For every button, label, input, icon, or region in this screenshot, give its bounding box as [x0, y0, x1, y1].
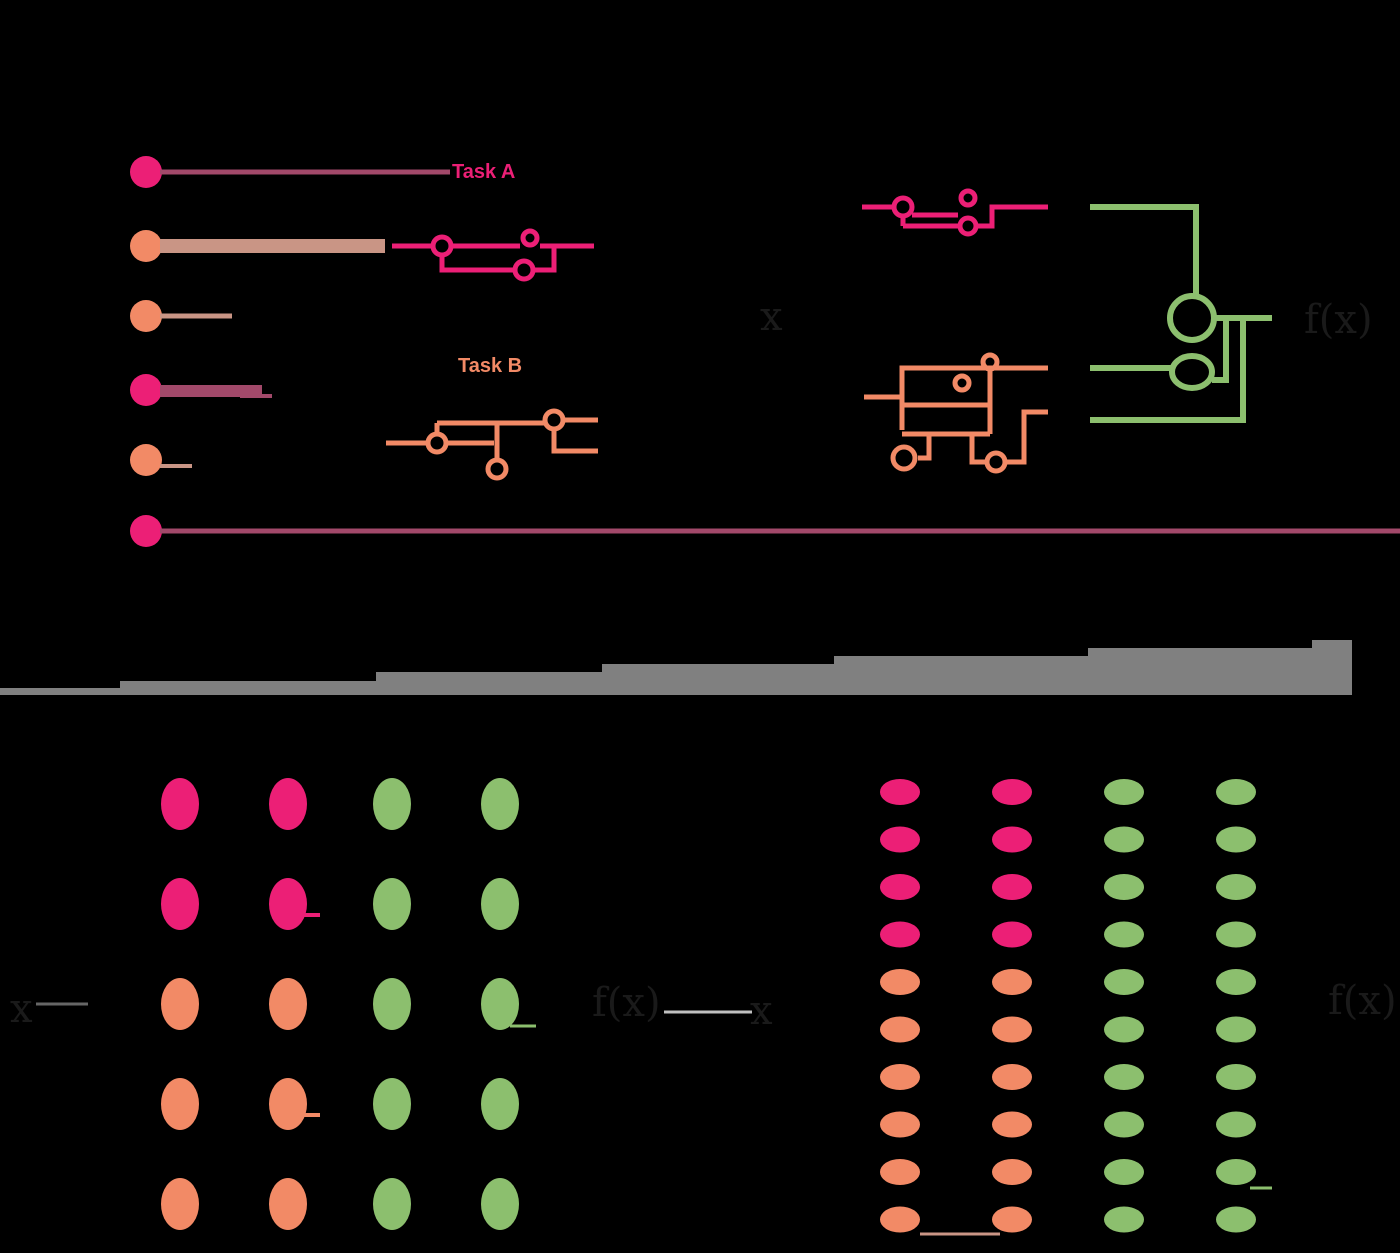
input-node: [130, 374, 162, 406]
network-node: [161, 1078, 199, 1130]
bottom-right-output-label: f(x): [1328, 978, 1397, 1024]
network-node: [992, 921, 1032, 948]
input-node: [130, 300, 162, 332]
bottom-right-node-grid: [880, 779, 1256, 1233]
network-node: [992, 826, 1032, 853]
network-node: [1216, 1016, 1256, 1043]
network-node: [880, 1064, 920, 1090]
network-node: [269, 878, 307, 930]
network-node: [1104, 1206, 1144, 1233]
network-node: [992, 779, 1032, 805]
network-node: [1216, 921, 1256, 948]
task-b-label: Task B: [458, 355, 522, 377]
input-node-column: [130, 156, 162, 547]
network-node: [880, 969, 920, 995]
input-node: [130, 444, 162, 476]
network-node: [269, 978, 307, 1030]
network-node: [1104, 921, 1144, 948]
task-a-label: Task A: [452, 161, 515, 183]
network-node: [269, 1178, 307, 1230]
top-output-label: f(x): [1304, 297, 1373, 343]
network-node: [880, 874, 920, 900]
network-node: [992, 1159, 1032, 1185]
network-node: [1216, 779, 1256, 805]
input-node: [130, 230, 162, 262]
network-node: [1104, 826, 1144, 853]
network-node: [1216, 1206, 1256, 1233]
network-node: [992, 1206, 1032, 1233]
network-node: [992, 1111, 1032, 1138]
green-routing: [1090, 204, 1272, 423]
network-node: [1104, 874, 1144, 900]
network-node: [481, 978, 519, 1030]
network-node: [992, 1016, 1032, 1043]
network-node: [373, 1078, 411, 1130]
bottom-left-output-label: f(x): [592, 980, 661, 1026]
network-node: [373, 778, 411, 830]
magenta-path: [862, 188, 1048, 237]
network-node: [481, 1078, 519, 1130]
network-node: [880, 1159, 920, 1185]
input-node: [130, 156, 162, 188]
network-node: [880, 1111, 920, 1138]
wide-network-panel: x f(x): [750, 779, 1397, 1236]
network-node: [161, 778, 199, 830]
top-input-label: x: [760, 294, 783, 340]
network-node: [269, 778, 307, 830]
network-node: [1216, 1159, 1256, 1185]
network-node: [880, 1206, 920, 1233]
network-node: [269, 1078, 307, 1130]
network-node: [1216, 1111, 1256, 1138]
network-node: [1104, 1016, 1144, 1043]
bottom-right-input-label: x: [750, 988, 773, 1034]
network-node: [1104, 1111, 1144, 1138]
network-node: [373, 878, 411, 930]
network-node: [373, 978, 411, 1030]
task-a-subnetwork: [392, 228, 594, 282]
network-node: [992, 969, 1032, 995]
task-branches-panel: Task A Task B: [130, 156, 1400, 547]
dense-network-panel: x f(x): [10, 778, 752, 1230]
network-node: [992, 1064, 1032, 1090]
bottom-left-node-grid: [161, 778, 519, 1230]
network-node: [880, 826, 920, 853]
network-node: [992, 874, 1032, 900]
routing-network-panel: x f(x): [760, 188, 1373, 474]
input-node: [130, 515, 162, 547]
network-node: [1104, 779, 1144, 805]
network-node: [1216, 874, 1256, 900]
network-node: [161, 1178, 199, 1230]
network-node: [161, 878, 199, 930]
network-node: [1216, 969, 1256, 995]
network-node: [1104, 969, 1144, 995]
bottom-left-input-label: x: [10, 986, 33, 1032]
network-node: [880, 1016, 920, 1043]
task-b-subnetwork: [386, 408, 598, 481]
network-node: [481, 878, 519, 930]
network-node: [1104, 1064, 1144, 1090]
network-node: [880, 921, 920, 948]
network-node: [481, 778, 519, 830]
orange-path: [864, 352, 1048, 474]
network-node: [880, 779, 920, 805]
network-node: [373, 1178, 411, 1230]
network-node: [1216, 1064, 1256, 1090]
stepped-grey-bar: [0, 640, 1352, 695]
network-node: [1216, 826, 1256, 853]
network-node: [481, 1178, 519, 1230]
network-node: [161, 978, 199, 1030]
network-node: [1104, 1159, 1144, 1185]
